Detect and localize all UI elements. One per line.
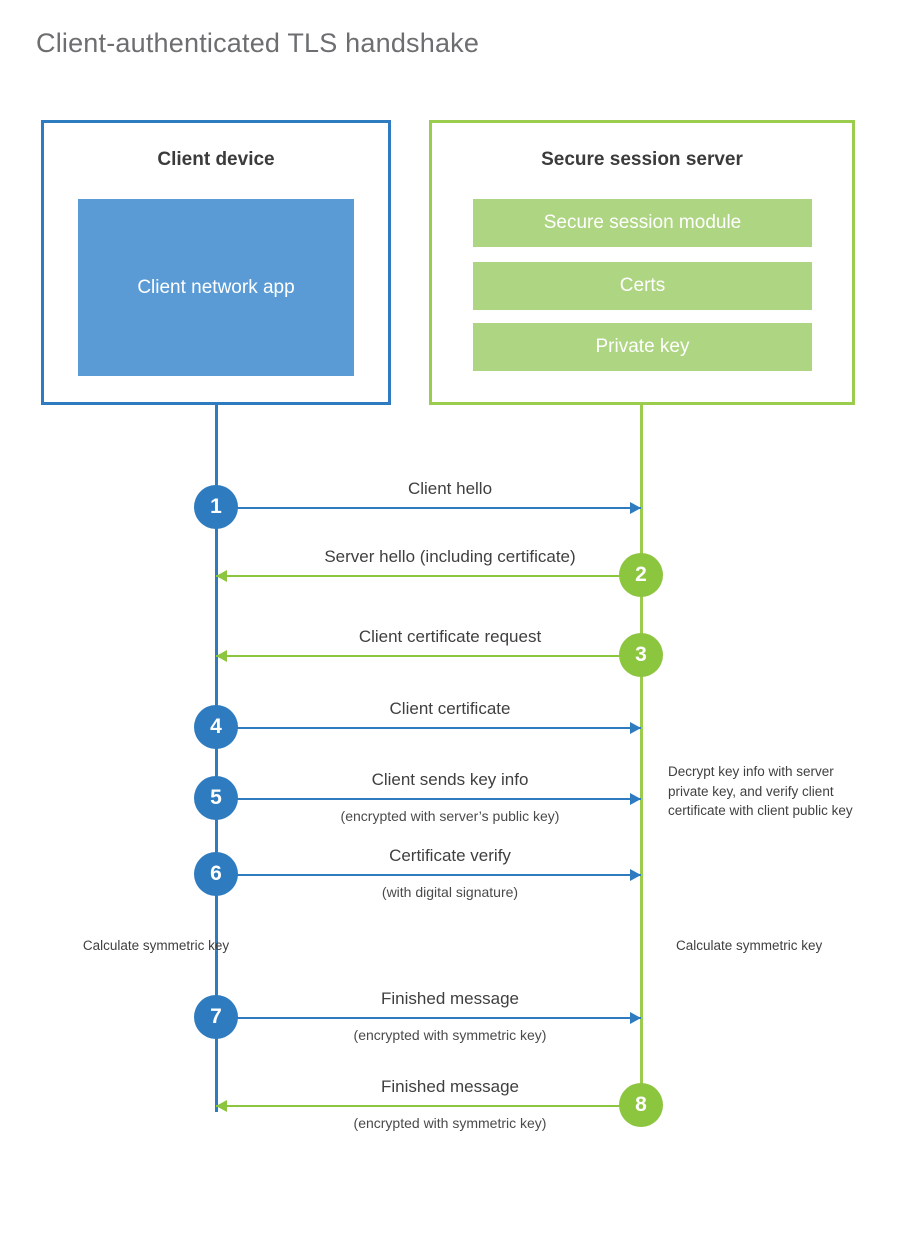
arrow-head-1: [630, 502, 641, 514]
message-sublabel-wrap-5: (encrypted with server’s public key): [0, 808, 900, 824]
message-sublabel-wrap-7: (encrypted with symmetric key): [0, 1027, 900, 1043]
server-block-private-key: Private key: [473, 323, 812, 371]
message-sublabel-wrap-8: (encrypted with symmetric key): [0, 1115, 900, 1131]
step-circle-4[interactable]: 4: [194, 705, 238, 749]
step-circle-2[interactable]: 2: [619, 553, 663, 597]
message-label-wrap-4: Client certificate: [0, 699, 900, 719]
arrow-head-5: [630, 793, 641, 805]
client-lifeline: [215, 404, 218, 1112]
message-label-7: Finished message: [381, 989, 519, 1008]
message-label-wrap-1: Client hello: [0, 479, 900, 499]
message-sublabel-6: (with digital signature): [381, 884, 519, 900]
message-label-3: Client certificate request: [358, 627, 542, 646]
secure-session-server-box: Secure session server Secure session mod…: [429, 120, 855, 405]
step-circle-6[interactable]: 6: [194, 852, 238, 896]
message-label-1: Client hello: [407, 479, 493, 498]
message-label-5: Client sends key info: [371, 770, 529, 789]
server-calculate-symmetric-key-annotation: Calculate symmetric key: [676, 938, 823, 953]
arrow-head-8: [216, 1100, 227, 1112]
server-block-secure-session-module: Secure session module: [473, 199, 812, 247]
step-circle-3[interactable]: 3: [619, 633, 663, 677]
arrow-head-6: [630, 869, 641, 881]
step-circle-7[interactable]: 7: [194, 995, 238, 1039]
arrow-head-2: [216, 570, 227, 582]
message-label-wrap-8: Finished message: [0, 1077, 900, 1097]
message-label-wrap-2: Server hello (including certificate): [0, 547, 900, 567]
message-line-3: [216, 655, 641, 657]
server-block-certs: Certs: [473, 262, 812, 310]
message-line-6: [216, 874, 641, 876]
message-label-wrap-6: Certificate verify: [0, 846, 900, 866]
message-label-wrap-5: Client sends key info: [0, 770, 900, 790]
message-line-8: [216, 1105, 641, 1107]
message-sublabel-7: (encrypted with symmetric key): [353, 1027, 547, 1043]
page-title: Client-authenticated TLS handshake: [36, 28, 480, 58]
client-network-app-block: Client network app: [78, 199, 354, 376]
message-label-2: Server hello (including certificate): [324, 547, 576, 566]
message-label-4: Client certificate: [389, 699, 511, 718]
message-line-1: [216, 507, 641, 509]
message-label-wrap-3: Client certificate request: [0, 627, 900, 647]
message-line-5: [216, 798, 641, 800]
message-label-6: Certificate verify: [389, 846, 511, 865]
message-sublabel-wrap-6: (with digital signature): [0, 884, 900, 900]
message-label-8: Finished message: [381, 1077, 519, 1096]
client-device-box: Client device Client network app: [41, 120, 391, 405]
arrow-head-7: [630, 1012, 641, 1024]
secure-session-server-title: Secure session server: [541, 149, 743, 170]
server-decrypt-annotation: Decrypt key info with server private key…: [668, 764, 853, 819]
message-sublabel-5: (encrypted with server’s public key): [340, 808, 560, 824]
server-lifeline: [640, 404, 643, 1105]
arrow-head-4: [630, 722, 641, 734]
message-label-wrap-7: Finished message: [0, 989, 900, 1009]
message-line-2: [216, 575, 641, 577]
message-line-4: [216, 727, 641, 729]
step-circle-5[interactable]: 5: [194, 776, 238, 820]
client-device-title: Client device: [157, 149, 275, 170]
step-circle-8[interactable]: 8: [619, 1083, 663, 1127]
message-sublabel-8: (encrypted with symmetric key): [353, 1115, 547, 1131]
client-calculate-symmetric-key-annotation: Calculate symmetric key: [82, 938, 230, 953]
arrow-head-3: [216, 650, 227, 662]
step-circle-1[interactable]: 1: [194, 485, 238, 529]
message-line-7: [216, 1017, 641, 1019]
